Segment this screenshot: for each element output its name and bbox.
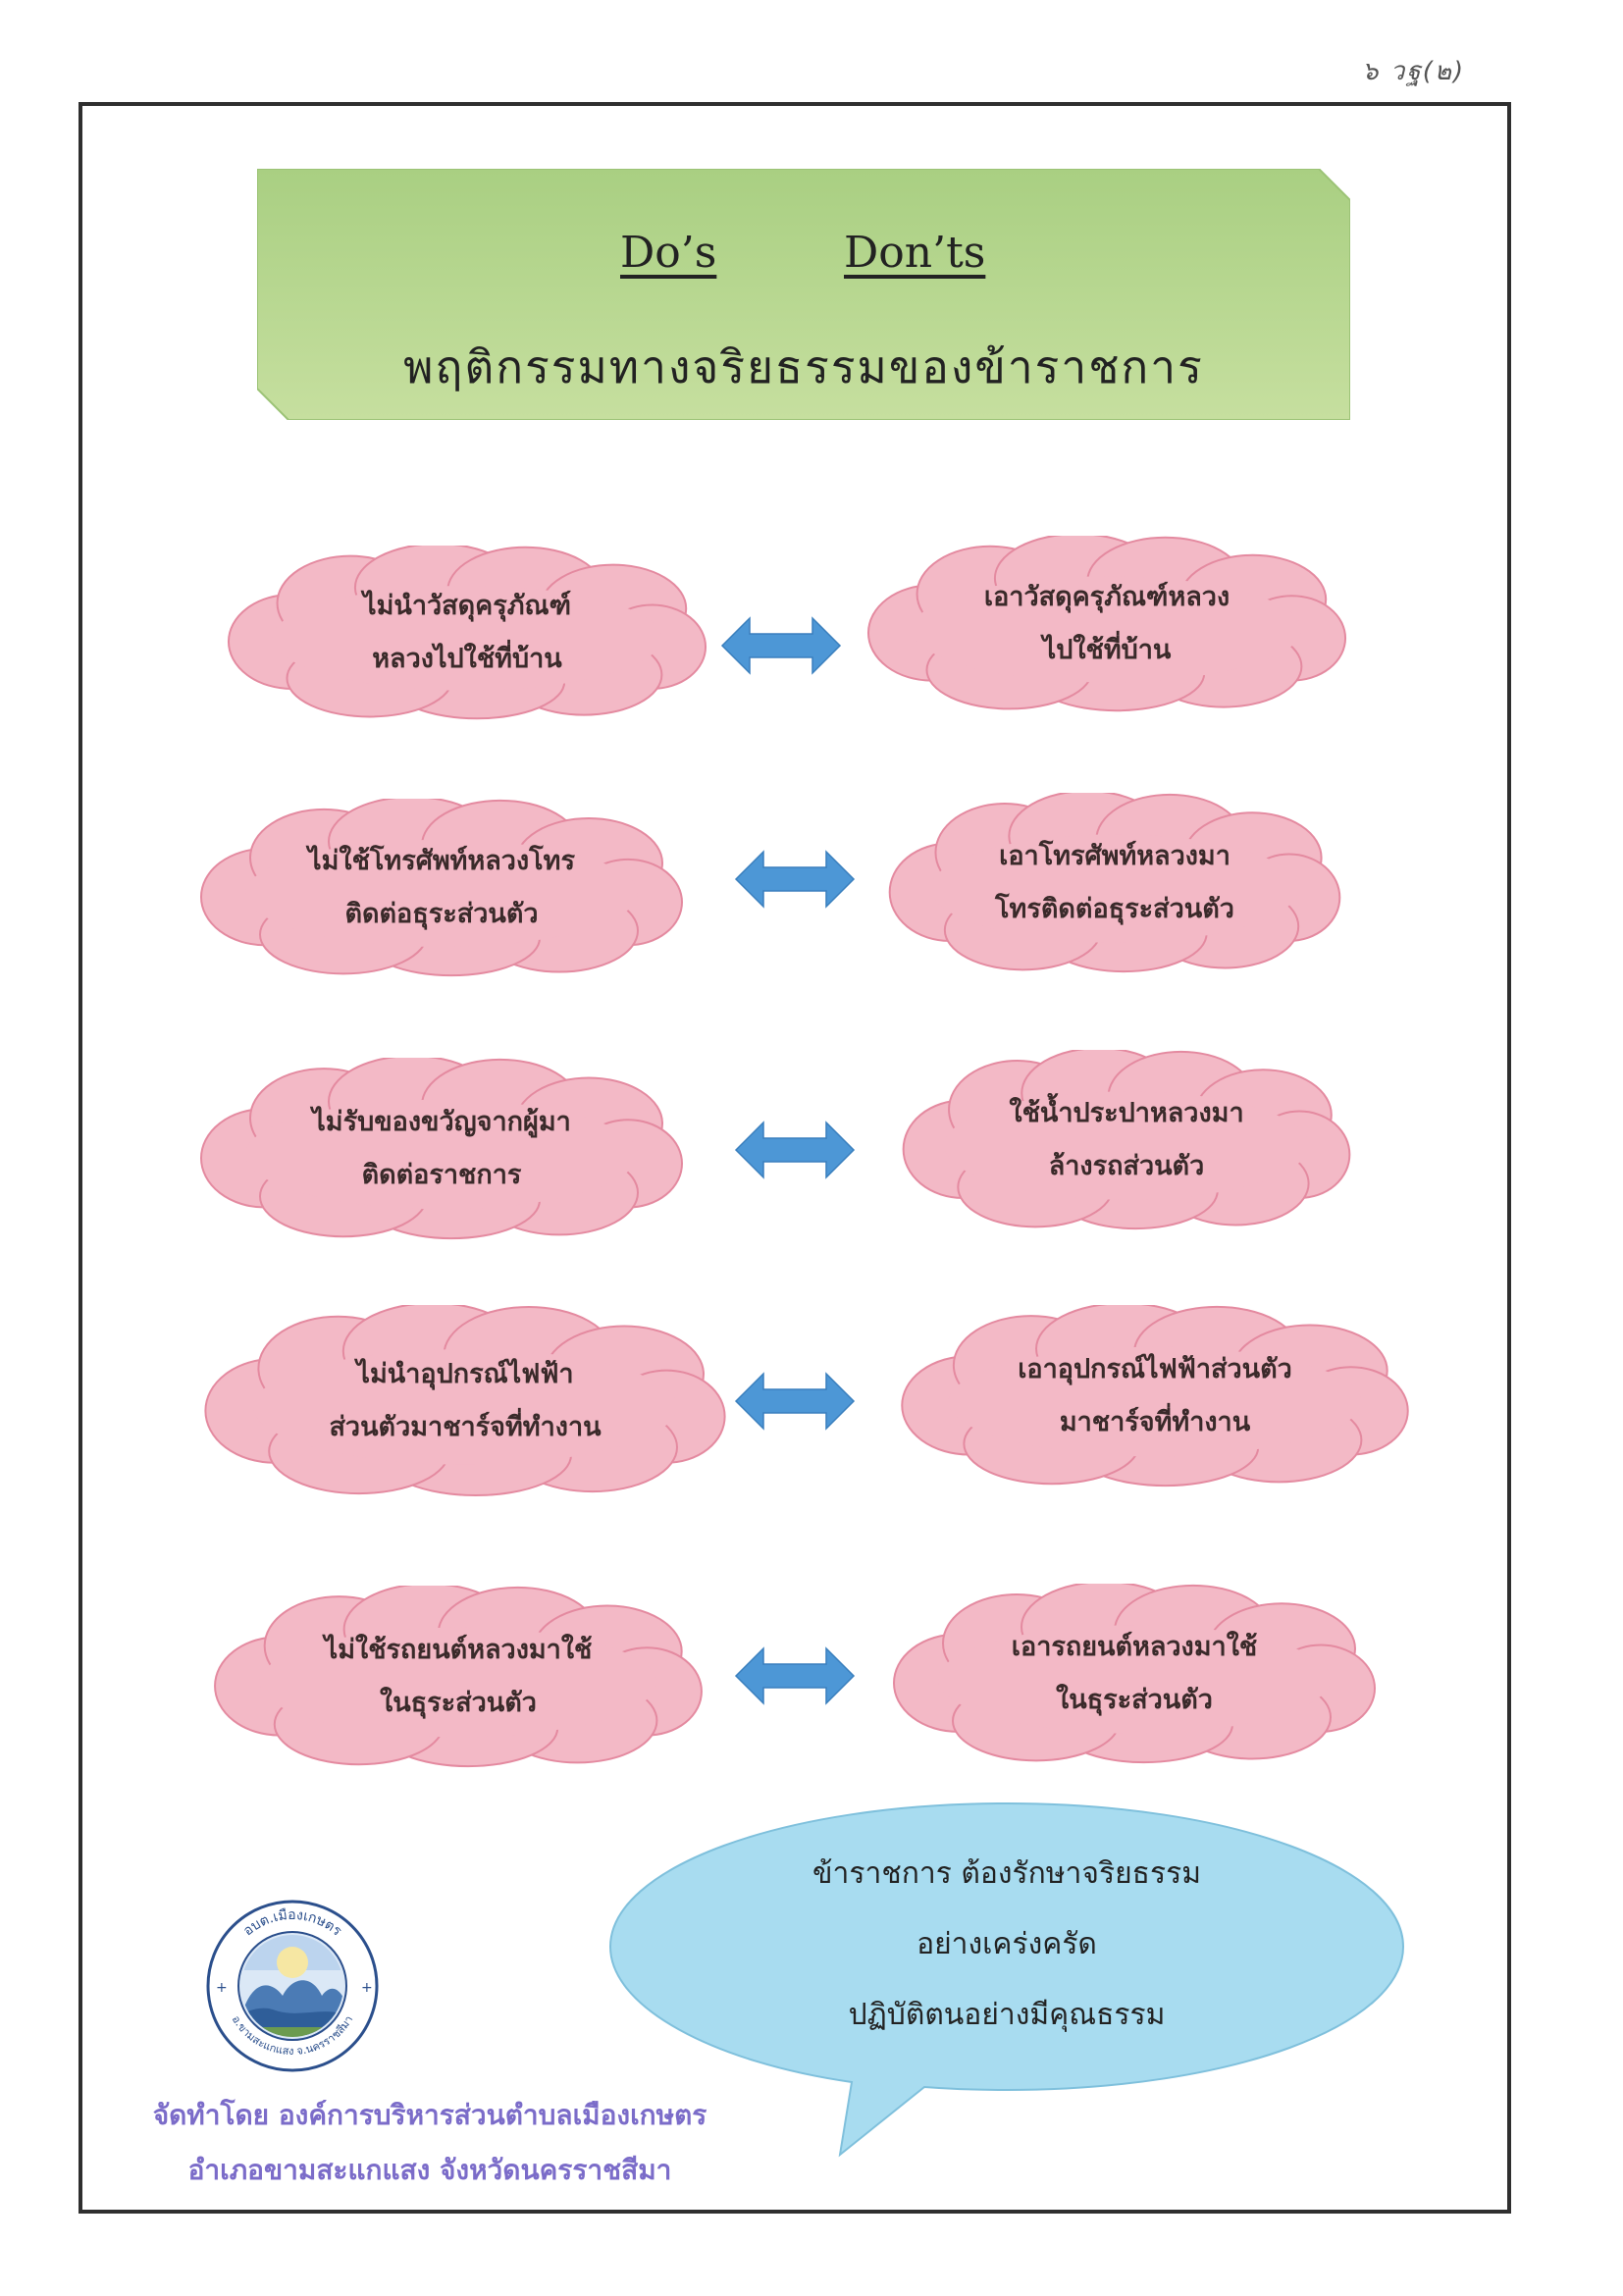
do-cloud-4-line2: ส่วนตัวมาชาร์จที่ทำงาน bbox=[329, 1412, 602, 1442]
do-cloud-4: ไม่นำอุปกรณ์ไฟฟ้าส่วนตัวมาชาร์จที่ทำงาน bbox=[200, 1305, 730, 1497]
dont-cloud-2: เอาโทรศัพท์หลวงมาโทรติดต่อธุระส่วนตัว bbox=[885, 793, 1344, 973]
cloud-shape bbox=[888, 793, 1341, 973]
cloud-shape bbox=[204, 1305, 726, 1497]
dont-cloud-3-line1: ใช้น้ำประปาหลวงมา bbox=[1009, 1098, 1244, 1128]
double-arrow-icon bbox=[734, 1121, 856, 1179]
callout-line-3: ปฏิบัติตนอย่างมีคุณธรรม bbox=[848, 1998, 1166, 2032]
dont-cloud-5-line2: ในธุระส่วนตัว bbox=[1056, 1685, 1213, 1715]
do-cloud-1: ไม่นำวัสดุครุภัณฑ์หลวงไปใช้ที่บ้าน bbox=[224, 546, 710, 720]
banner-shape bbox=[257, 169, 1350, 420]
cloud-shape bbox=[214, 1586, 703, 1768]
callout-line-2: อย่างเคร่งครัด bbox=[916, 1927, 1097, 1961]
dont-cloud-1: เอาวัสดุครุภัณฑ์หลวงไปใช้ที่บ้าน bbox=[864, 536, 1350, 712]
credit-line-2: อำเภอขามสะแกแสง จังหวัดนครราชสีมา bbox=[187, 2154, 672, 2186]
cloud-shape bbox=[902, 1050, 1351, 1230]
double-arrow-icon bbox=[734, 850, 856, 909]
dont-cloud-5-line1: เอารถยนต์หลวงมาใช้ bbox=[1011, 1632, 1258, 1662]
callout-bubble: ข้าราชการ ต้องรักษาจริยธรรม อย่างเคร่งคร… bbox=[604, 1798, 1409, 2161]
cloud-shape bbox=[901, 1305, 1409, 1487]
cloud-shape bbox=[200, 1058, 683, 1240]
dont-cloud-2-line1: เอาโทรศัพท์หลวงมา bbox=[999, 841, 1230, 871]
credit-line-1: จัดทำโดย องค์การบริหารส่วนตำบลเมืองเกษตร bbox=[152, 2099, 707, 2131]
do-cloud-2-line2: ติดต่อธุระส่วนตัว bbox=[344, 899, 539, 929]
do-cloud-3-line2: ติดต่อราชการ bbox=[361, 1160, 522, 1190]
cloud-shape bbox=[866, 536, 1347, 712]
dont-cloud-4-line1: เอาอุปกรณ์ไฟฟ้าส่วนตัว bbox=[1018, 1354, 1292, 1384]
do-cloud-1-line1: ไม่นำวัสดุครุภัณฑ์ bbox=[363, 591, 571, 621]
dont-cloud-3-line2: ล้างรถส่วนตัว bbox=[1048, 1151, 1205, 1181]
dont-cloud-4: เอาอุปกรณ์ไฟฟ้าส่วนตัวมาชาร์จที่ทำงาน bbox=[897, 1305, 1413, 1487]
do-cloud-1-line2: หลวงไปใช้ที่บ้าน bbox=[372, 644, 562, 674]
do-cloud-5-line1: ไม่ใช้รถยนต์หลวงมาใช้ bbox=[324, 1635, 593, 1665]
do-cloud-2: ไม่ใช้โทรศัพท์หลวงโทรติดต่อธุระส่วนตัว bbox=[196, 799, 687, 977]
do-cloud-3-line1: ไม่รับของขวัญจากผู้มา bbox=[312, 1107, 571, 1137]
cloud-shape bbox=[893, 1584, 1376, 1764]
callout-bubble-shape bbox=[608, 1801, 1405, 2158]
organization-seal: อบต.เมืองเกษตร อ.ขามสะแกแสง จ.นครราชสีมา… bbox=[204, 1898, 381, 2074]
dont-cloud-4-line2: มาชาร์จที่ทำงาน bbox=[1059, 1407, 1251, 1437]
double-arrow-icon bbox=[734, 1372, 856, 1431]
handwritten-note: ๖ วฐ(๒) bbox=[1362, 57, 1466, 86]
dont-cloud-2-line2: โทรติดต่อธุระส่วนตัว bbox=[995, 894, 1234, 924]
page-frame bbox=[79, 102, 1511, 2214]
svg-text:+: + bbox=[216, 1980, 228, 1996]
header-banner: Do’s Don’ts พฤติกรรมทางจริยธรรมของข้าราช… bbox=[257, 169, 1350, 420]
dont-cloud-1-line1: เอาวัสดุครุภัณฑ์หลวง bbox=[983, 582, 1230, 612]
dont-cloud-1-line2: ไปใช้ที่บ้าน bbox=[1042, 635, 1172, 665]
cloud-shape bbox=[227, 546, 707, 720]
double-arrow-icon bbox=[734, 1646, 856, 1705]
donts-heading: Don’ts bbox=[844, 228, 986, 278]
double-arrow-icon bbox=[720, 616, 842, 675]
do-cloud-2-line1: ไม่ใช้โทรศัพท์หลวงโทร bbox=[308, 846, 575, 876]
do-cloud-5: ไม่ใช้รถยนต์หลวงมาใช้ในธุระส่วนตัว bbox=[210, 1586, 707, 1768]
svg-text:+: + bbox=[361, 1980, 373, 1996]
banner-subtitle: พฤติกรรมทางจริยธรรมของข้าราชการ bbox=[403, 340, 1204, 393]
do-cloud-4-line1: ไม่นำอุปกรณ์ไฟฟ้า bbox=[356, 1359, 574, 1389]
cloud-shape bbox=[200, 799, 683, 977]
dos-heading: Do’s bbox=[620, 228, 717, 278]
do-cloud-5-line2: ในธุระส่วนตัว bbox=[380, 1688, 537, 1718]
callout-line-1: ข้าราชการ ต้องรักษาจริยธรรม bbox=[812, 1856, 1201, 1891]
dont-cloud-3: ใช้น้ำประปาหลวงมาล้างรถส่วนตัว bbox=[899, 1050, 1354, 1230]
do-cloud-3: ไม่รับของขวัญจากผู้มาติดต่อราชการ bbox=[196, 1058, 687, 1240]
dont-cloud-5: เอารถยนต์หลวงมาใช้ในธุระส่วนตัว bbox=[889, 1584, 1380, 1764]
